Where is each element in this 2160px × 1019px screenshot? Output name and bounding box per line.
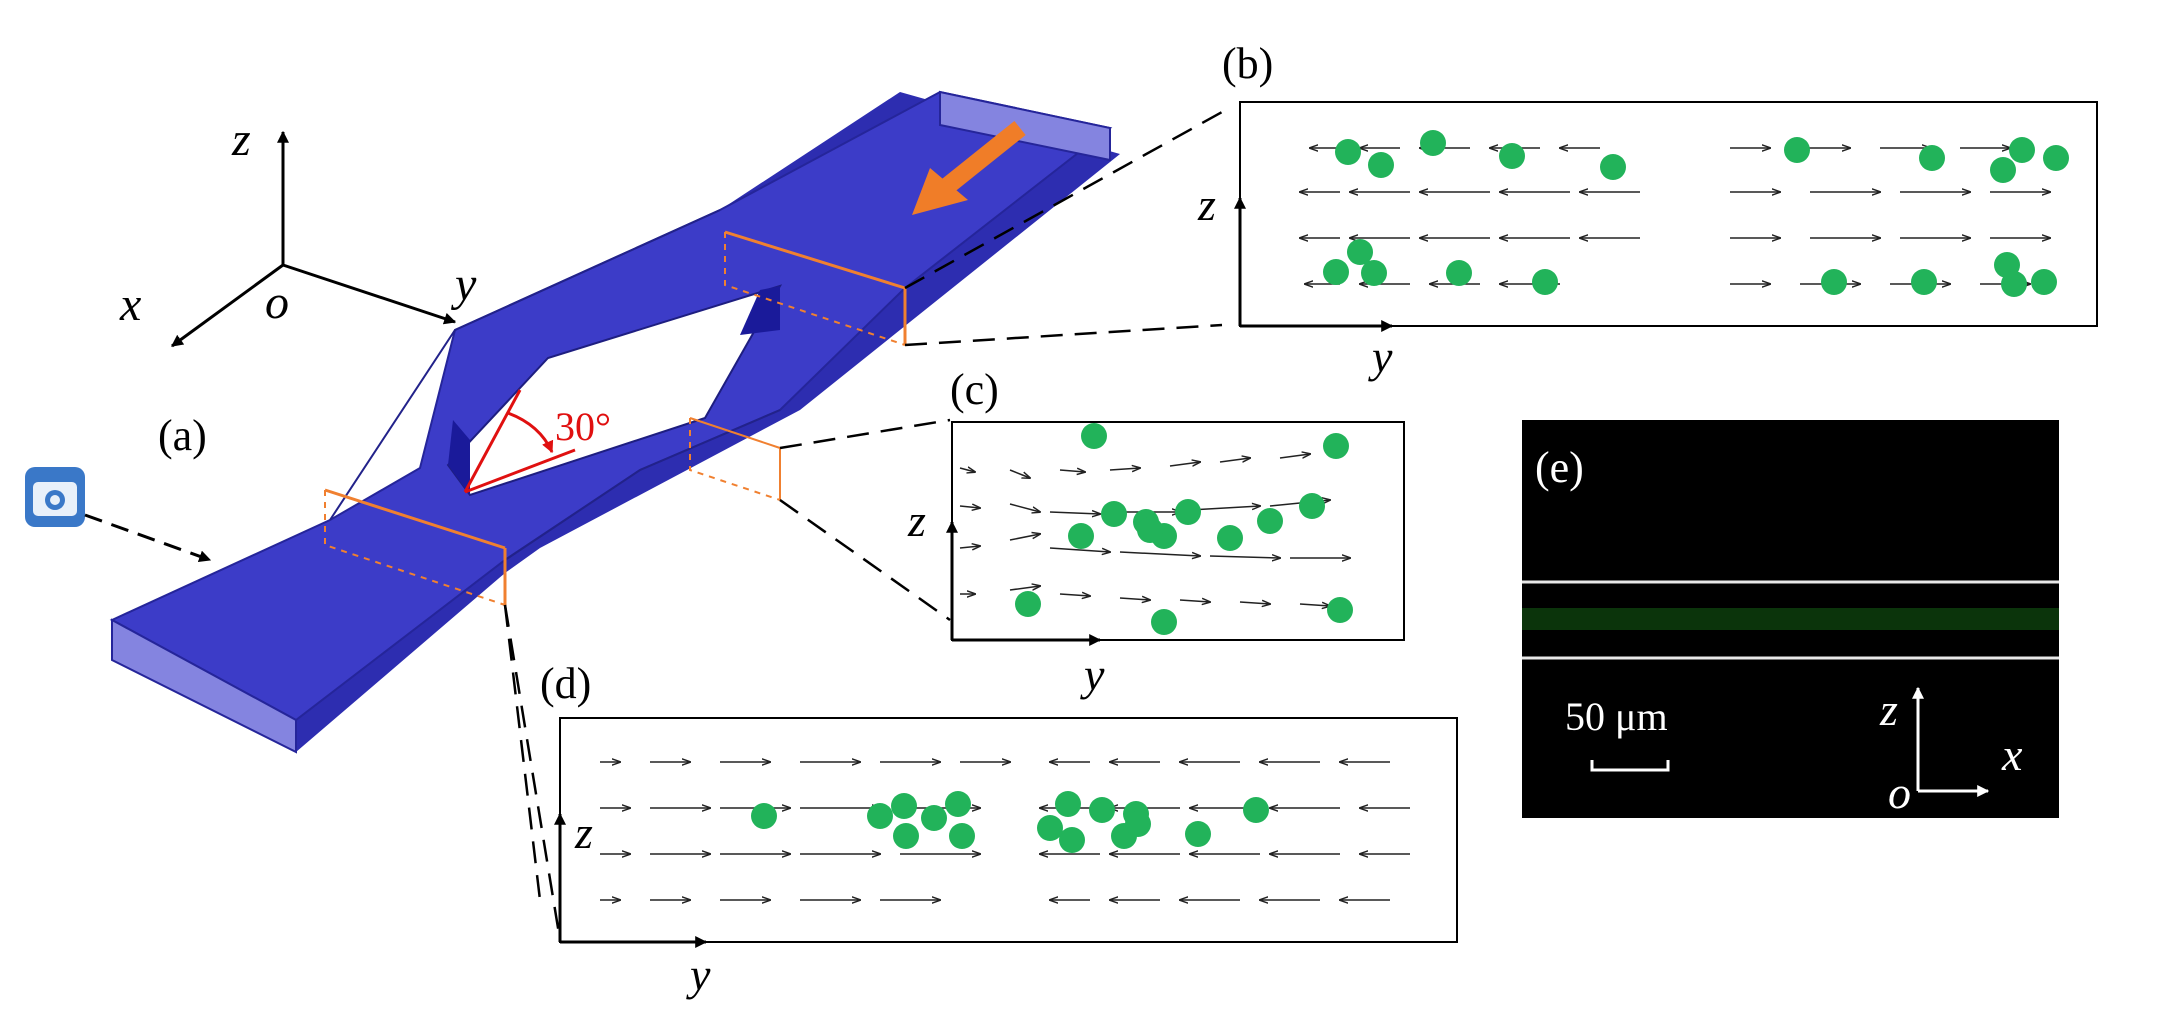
axis-label-x-e: x <box>2001 729 2023 780</box>
particles-d <box>751 791 1269 853</box>
panel-label-e: (e) <box>1535 443 1584 492</box>
camera-icon <box>25 467 85 527</box>
panel-e-fluorescence-image: (e) 50 μm z x o <box>1522 420 2059 818</box>
camera-view-arrow <box>84 513 212 562</box>
zoom-connectors <box>503 110 1223 941</box>
axis-label-z-c: z <box>907 495 926 546</box>
velocity-arrows-d <box>600 762 1410 900</box>
particles-c <box>1015 423 1353 635</box>
angle-line-1 <box>464 448 576 494</box>
angle-label: 30° <box>555 404 611 449</box>
cross-section-cut-c <box>689 417 781 501</box>
angle-line-2 <box>463 389 522 493</box>
axis-label-o-e: o <box>1888 767 1911 818</box>
axis-label-z-b: z <box>1197 179 1216 230</box>
panel-label-b: (b) <box>1222 39 1273 88</box>
cross-section-cut-b <box>724 230 907 346</box>
panel-label-c: (c) <box>950 365 999 414</box>
axis-label-z-d: z <box>574 807 593 858</box>
panel-c: z y <box>907 421 1405 700</box>
fluorescent-stream <box>1522 608 2059 630</box>
axis-label-y-c: y <box>1080 649 1105 700</box>
particles-b <box>1323 130 2069 297</box>
axis-label-y-d: y <box>686 949 711 1000</box>
axis-label-z: z <box>231 113 251 166</box>
scale-bar-label: 50 μm <box>1565 694 1668 739</box>
flow-direction-arrow-icon <box>912 120 1026 215</box>
panel-label-d: (d) <box>540 659 591 708</box>
panel-b: z y <box>1197 101 2098 382</box>
velocity-arrows-c <box>959 454 1350 606</box>
outlet-end-face <box>111 618 297 754</box>
scale-bar <box>1590 760 1670 772</box>
channel-3d: 30° <box>109 90 1120 754</box>
panel-label-a: (a) <box>158 411 207 460</box>
inlet-end-face <box>939 90 1111 162</box>
axis-label-y-b: y <box>1368 331 1393 382</box>
axis-label-y: y <box>450 258 477 311</box>
axis-label-z-e: z <box>1879 684 1898 735</box>
cross-section-cut-d <box>324 488 507 606</box>
axis-label-o: o <box>265 276 289 329</box>
velocity-arrows-b <box>1300 148 2050 284</box>
panel-d: z y <box>554 717 1458 1000</box>
axis-label-x: x <box>119 278 141 331</box>
axes-a: z y x o <box>119 113 477 348</box>
